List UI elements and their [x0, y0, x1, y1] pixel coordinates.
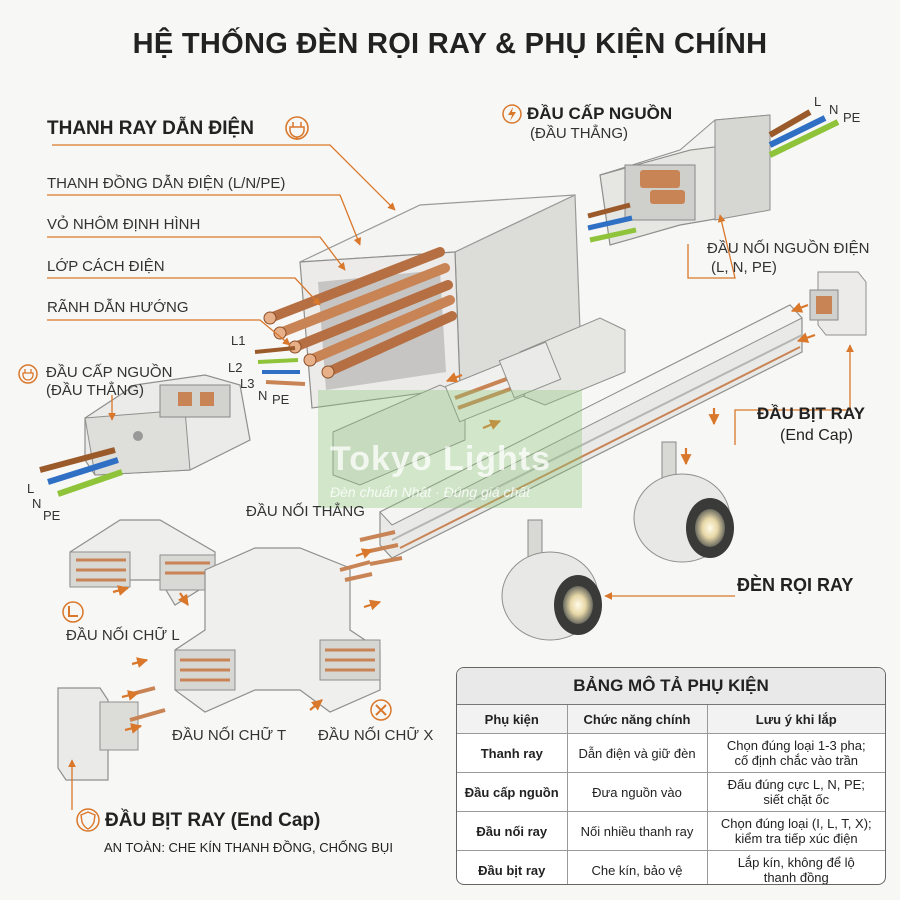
shield-icon: [77, 809, 99, 831]
wire-left-n: N: [32, 496, 41, 511]
label-t-connector: ĐẦU NỐI CHỮ T: [172, 727, 286, 744]
accessory-table: BẢNG MÔ TẢ PHỤ KIỆN Phụ kiện Chức năng c…: [456, 667, 886, 885]
table-grid: Phụ kiện Chức năng chính Lưu ý khi lắp T…: [457, 705, 885, 885]
table-header-row: Phụ kiện Chức năng chính Lưu ý khi lắp: [457, 705, 885, 734]
feed-left-sub: (ĐẦU THẲNG): [46, 382, 144, 399]
table-cell-function: Đưa nguồn vào: [567, 773, 707, 812]
l-connector: [70, 520, 215, 605]
table-cell-item: Đầu bịt ray: [457, 851, 567, 886]
wire-label-pe: PE: [272, 392, 289, 407]
label-track-light: ĐÈN RỌI RAY: [737, 575, 853, 596]
feed-top-sub: (ĐẦU THẲNG): [530, 125, 628, 142]
table-cell-function: Dẫn điện và giữ đèn: [567, 734, 707, 773]
wire-top-l: L: [814, 94, 821, 109]
table-cell-note: Đấu đúng cực L, N, PE;siết chặt ốc: [707, 773, 885, 812]
table-row: Đầu cấp nguồn Đưa nguồn vào Đấu đúng cực…: [457, 773, 885, 812]
table-caption: BẢNG MÔ TẢ PHỤ KIỆN: [457, 668, 885, 705]
note-line: Đấu đúng cực L, N, PE;: [728, 777, 865, 792]
page-title: HỆ THỐNG ĐÈN RỌI RAY & PHỤ KIỆN CHÍNH: [0, 28, 900, 61]
table-header: Chức năng chính: [567, 705, 707, 734]
wire-left-l: L: [27, 481, 34, 496]
feed-left-title: ĐẦU CẤP NGUỒN: [46, 364, 172, 381]
table-cell-item: Đầu cấp nguồn: [457, 773, 567, 812]
end-cap-right-sub: (End Cap): [780, 427, 853, 445]
watermark-slogan: Đèn chuẩn Nhật · Đúng giá chất: [330, 484, 530, 500]
x-circle-icon: [371, 700, 391, 720]
end-cap-bottom-title: ĐẦU BỊT RAY (End Cap): [105, 810, 320, 832]
note-line: thanh đồng: [764, 870, 829, 885]
label-x-connector: ĐẦU NỐI CHỮ X: [318, 727, 433, 744]
wire-label-n: N: [258, 388, 267, 403]
plug-icon: [286, 117, 308, 140]
table-header: Phụ kiện: [457, 705, 567, 734]
watermark-brand: Tokyo Lights: [330, 440, 551, 479]
spotlight-2: [634, 442, 734, 562]
label-aluminum-shell: VỎ NHÔM ĐỊNH HÌNH: [47, 216, 200, 233]
table-cell-function: Nối nhiều thanh ray: [567, 812, 707, 851]
note-line: siết chặt ốc: [763, 792, 829, 807]
label-power-terminal: ĐẦU NỐI NGUỒN ĐIỆN: [707, 240, 870, 257]
table-header: Lưu ý khi lắp: [707, 705, 885, 734]
end-cap-safety-note: AN TOÀN: CHE KÍN THANH ĐỒNG, CHỐNG BỤI: [104, 840, 393, 855]
table-row: Thanh ray Dẫn điện và giữ đèn Chọn đúng …: [457, 734, 885, 773]
wire-label-l2: L2: [228, 360, 242, 375]
note-line: Chọn đúng loại (I, L, T, X);: [721, 816, 872, 831]
cross-connector: [175, 548, 380, 712]
table-row: Đầu nối ray Nối nhiều thanh ray Chọn đún…: [457, 812, 885, 851]
label-guide-groove: RÃNH DẪN HƯỚNG: [47, 299, 189, 316]
label-power-terminal-sub: (L, N, PE): [711, 259, 777, 276]
rail-heading: THANH RAY DẪN ĐIỆN: [47, 118, 254, 140]
plug-icon: [19, 365, 37, 383]
note-line: kiểm tra tiếp xúc điện: [735, 831, 858, 846]
label-straight-connector: ĐẦU NỐI THẲNG: [246, 503, 365, 520]
spotlight-1: [502, 520, 602, 640]
lightning-icon: [503, 105, 521, 123]
note-line: Lắp kín, không để lộ: [738, 855, 855, 870]
table-cell-note: Chọn đúng loại (I, L, T, X);kiểm tra tiế…: [707, 812, 885, 851]
label-copper-bars: THANH ĐỒNG DẪN ĐIỆN (L/N/PE): [47, 175, 285, 192]
wire-top-n: N: [829, 102, 838, 117]
end-cap-bottom: [58, 688, 165, 780]
end-cap-right-title: ĐẦU BỊT RAY: [757, 404, 865, 424]
label-l-connector: ĐẦU NỐI CHỮ L: [66, 627, 180, 644]
l-shape-icon: [63, 602, 83, 622]
wire-label-l1: L1: [231, 333, 245, 348]
wire-top-pe: PE: [843, 110, 860, 125]
end-cap-right: [810, 272, 866, 335]
table-cell-function: Che kín, bảo vệ: [567, 851, 707, 886]
table-cell-note: Chọn đúng loại 1-3 pha;cố định chắc vào …: [707, 734, 885, 773]
table-row: Đầu bịt ray Che kín, bảo vệ Lắp kín, khô…: [457, 851, 885, 886]
note-line: cố định chắc vào trần: [734, 753, 858, 768]
label-insulation: LỚP CÁCH ĐIỆN: [47, 258, 165, 275]
feed-top-title: ĐẦU CẤP NGUỒN: [527, 104, 672, 124]
note-line: Chọn đúng loại 1-3 pha;: [727, 738, 866, 753]
wire-left-pe: PE: [43, 508, 60, 523]
table-cell-item: Thanh ray: [457, 734, 567, 773]
table-cell-item: Đầu nối ray: [457, 812, 567, 851]
wire-label-l3: L3: [240, 376, 254, 391]
